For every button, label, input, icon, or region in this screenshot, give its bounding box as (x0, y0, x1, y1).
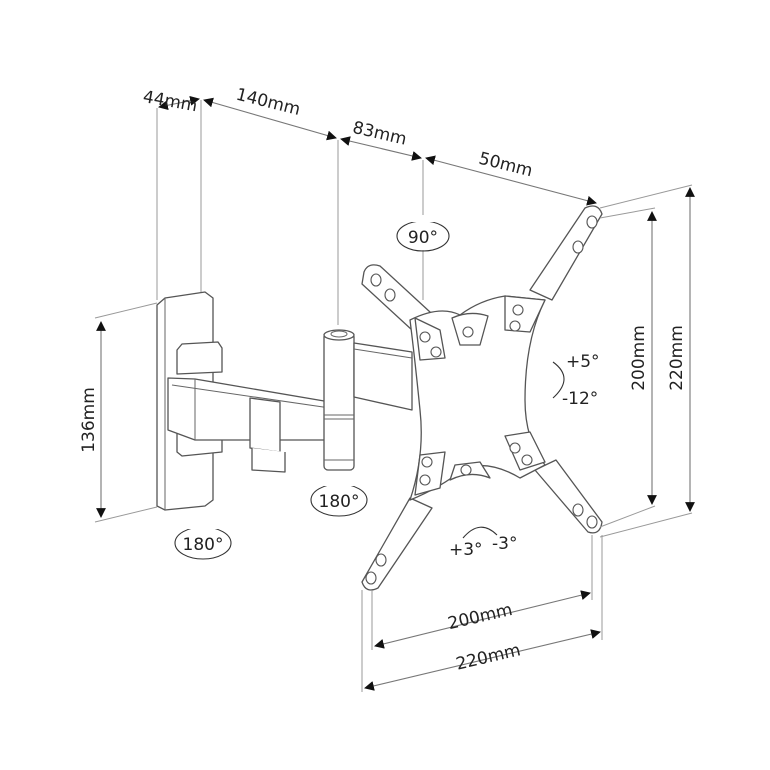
level-adjust-indicator: +3° -3° (449, 526, 517, 560)
vesa-plate (361, 205, 603, 591)
tilt-indicator: +5° -12° (552, 352, 600, 409)
tilt-down-label: -12° (562, 389, 598, 409)
dim-136mm-label: 136mm (79, 387, 99, 453)
dim-44mm-label: 44mm (141, 87, 198, 116)
rotation-wall-180-indicator: 180° (174, 525, 232, 560)
dim-50mm-label: 50mm (477, 149, 535, 182)
swivel-arms (167, 329, 413, 473)
elbow-180-label: 180° (319, 492, 360, 512)
dim-83mm-label: 83mm (351, 118, 409, 150)
tilt-up-label: +5° (566, 352, 600, 372)
rotation-90-indicator: 90° (396, 218, 450, 252)
dim-horizontal-220mm-label: 220mm (454, 640, 522, 674)
level-plus-label: +3° (449, 540, 483, 560)
rotation-elbow-180-indicator: 180° (310, 482, 368, 517)
dim-vertical-220mm-label: 220mm (667, 325, 687, 391)
dim-vertical-200mm-label: 200mm (629, 325, 649, 391)
dim-140mm-label: 140mm (234, 85, 302, 120)
dim-horizontal-200mm-label: 200mm (446, 600, 514, 634)
wall-180-label: 180° (183, 535, 224, 555)
vesa-vertical-dimensions: 200mm 220mm (599, 184, 695, 538)
swivel-90-label: 90° (408, 228, 438, 248)
level-minus-label: -3° (492, 534, 517, 554)
